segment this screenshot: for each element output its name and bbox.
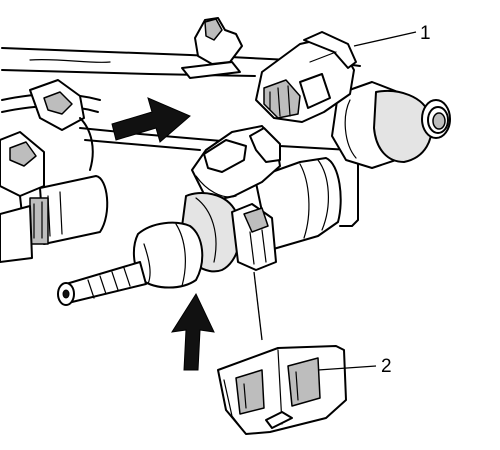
callout-1: 1 (353, 23, 431, 47)
callout-2: 2 (317, 356, 392, 377)
fuel-injector-icon (57, 125, 342, 306)
arrow-icon (170, 292, 215, 371)
upper-injector-connector (255, 31, 357, 123)
callout-1-label: 1 (420, 23, 431, 44)
wiring-harness-icon (1, 79, 101, 171)
retainer-clip-icon (217, 345, 347, 435)
arrow-icon (111, 97, 191, 143)
left-injector-body (0, 175, 109, 263)
upper-injector (331, 81, 451, 169)
clip-guide-line (253, 271, 263, 341)
harness-clip (181, 17, 243, 79)
left-connector (0, 131, 45, 215)
callout-2-label: 2 (381, 356, 392, 377)
